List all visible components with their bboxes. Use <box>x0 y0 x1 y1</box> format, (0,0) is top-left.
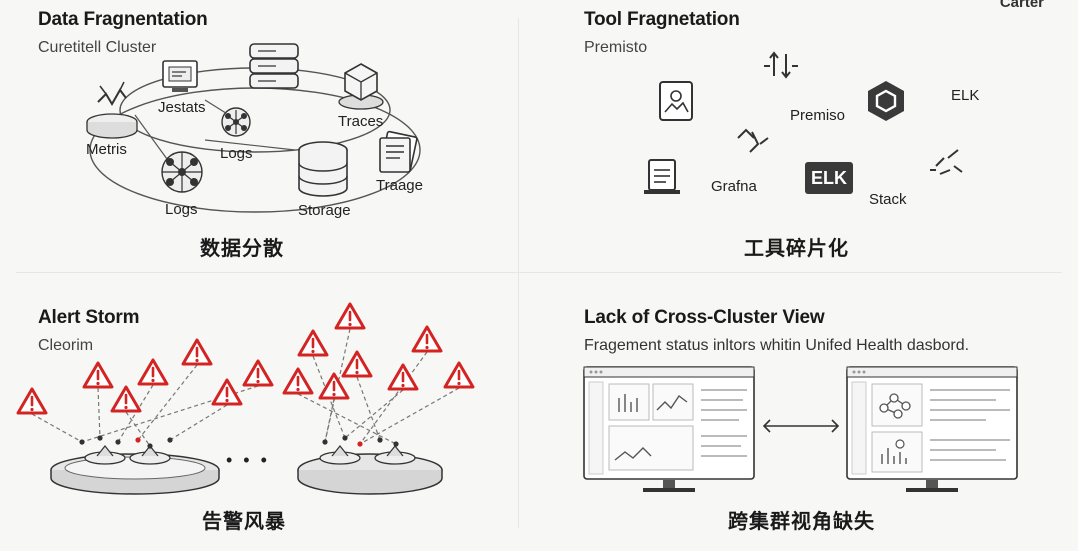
label-logs-1: Logs <box>220 145 253 162</box>
panel-subtitle: Cleorim <box>38 337 94 354</box>
ellipsis: • • • <box>226 450 270 470</box>
label-traces: Traces <box>338 113 384 130</box>
alert-exclamation-dot <box>124 405 128 410</box>
alert-link-line <box>359 351 428 445</box>
source-dot <box>115 439 121 445</box>
dashboard-monitor-left <box>583 366 755 492</box>
source-dot <box>342 435 348 441</box>
alert-exclamation-dot <box>425 345 429 350</box>
alert-link-line <box>324 398 335 443</box>
source-dot <box>167 437 173 443</box>
horizontal-divider <box>16 272 1062 273</box>
alert-storm-graphic <box>16 302 475 495</box>
alert-exclamation-dot <box>30 407 34 412</box>
traces-cube-icon <box>338 63 384 110</box>
alert-exclamation-dot <box>457 381 461 386</box>
source-dot <box>135 437 141 443</box>
panel-subtitle: Premisto <box>584 39 648 56</box>
cluster-platform-right-base <box>297 470 443 495</box>
alert-link-line <box>169 404 228 441</box>
metrics-platform-icon <box>86 81 138 139</box>
label-grafna: Grafna <box>711 178 757 195</box>
elk-badge-text: ELK <box>811 168 847 188</box>
source-dot <box>147 443 153 449</box>
scatter-arrows-icon <box>930 149 963 175</box>
source-dot <box>357 441 363 447</box>
alert-exclamation-dot <box>256 379 260 384</box>
alert-link-line <box>97 387 101 439</box>
panel-title: Alert Storm <box>38 307 140 328</box>
vertical-divider <box>518 18 519 528</box>
share-nodes-icon <box>737 128 769 153</box>
elk-logo-badge: ELK <box>805 162 853 194</box>
label-traage: Traage <box>376 177 423 194</box>
alert-exclamation-dot <box>355 370 359 375</box>
alert-link-line <box>344 389 404 439</box>
source-dot <box>377 437 383 443</box>
panel-subtitle: Fragement status inltors whitin Unifed H… <box>584 337 970 354</box>
arrows-icon <box>764 51 798 79</box>
hexagon-logo-icon <box>868 81 904 121</box>
source-dot <box>79 439 85 445</box>
alert-exclamation-dot <box>311 349 315 354</box>
notepad-icon <box>644 159 680 194</box>
label-logs-2: Logs <box>165 201 198 218</box>
database-server-icon <box>249 43 299 89</box>
label-storage: Storage <box>298 202 351 219</box>
label-premiso: Premiso <box>790 107 846 124</box>
brand-logo-text: Carter <box>999 0 1044 11</box>
panel-title: Data Fragnentation <box>38 9 208 30</box>
source-dot <box>97 435 103 441</box>
dashboard-monitor-right <box>846 366 1018 492</box>
node-marker <box>331 445 349 457</box>
label-jestats: Jestats <box>158 99 206 116</box>
alert-exclamation-dot <box>332 392 336 397</box>
network-node-icon <box>221 107 251 137</box>
panel-subtitle: Curetitell Cluster <box>38 39 157 56</box>
label-metris: Metris <box>86 141 127 158</box>
image-frame-icon <box>659 81 693 121</box>
alert-exclamation-dot <box>296 387 300 392</box>
alert-link-line <box>137 364 198 441</box>
alert-link-line <box>297 393 397 445</box>
alert-exclamation-dot <box>401 383 405 388</box>
panel-title: Lack of Cross-Cluster View <box>584 307 825 328</box>
source-dot <box>393 441 399 447</box>
node-marker <box>96 445 114 457</box>
node-marker <box>386 445 404 457</box>
alert-exclamation-dot <box>348 322 352 327</box>
source-dot <box>322 439 328 445</box>
storage-cylinder-icon <box>298 141 348 197</box>
panel-caption: 跨集群视角缺失 <box>728 511 875 533</box>
double-arrow-icon <box>762 419 840 433</box>
alert-exclamation-dot <box>225 398 229 403</box>
document-icon <box>379 130 418 173</box>
alert-exclamation-dot <box>195 358 199 363</box>
panel-caption: 数据分散 <box>200 238 284 260</box>
alert-exclamation-dot <box>96 381 100 386</box>
panel-caption: 告警风暴 <box>202 511 286 533</box>
network-cluster-icon <box>161 151 203 193</box>
alert-exclamation-dot <box>151 378 155 383</box>
monitor-icon <box>162 60 198 92</box>
alert-link-line <box>359 387 460 445</box>
panel-title: Tool Fragnetation <box>584 9 740 30</box>
label-elk-1: ELK <box>951 87 980 104</box>
label-stack: Stack <box>869 191 907 208</box>
alert-link-line <box>31 413 83 443</box>
panel-caption: 工具碎片化 <box>744 238 849 260</box>
